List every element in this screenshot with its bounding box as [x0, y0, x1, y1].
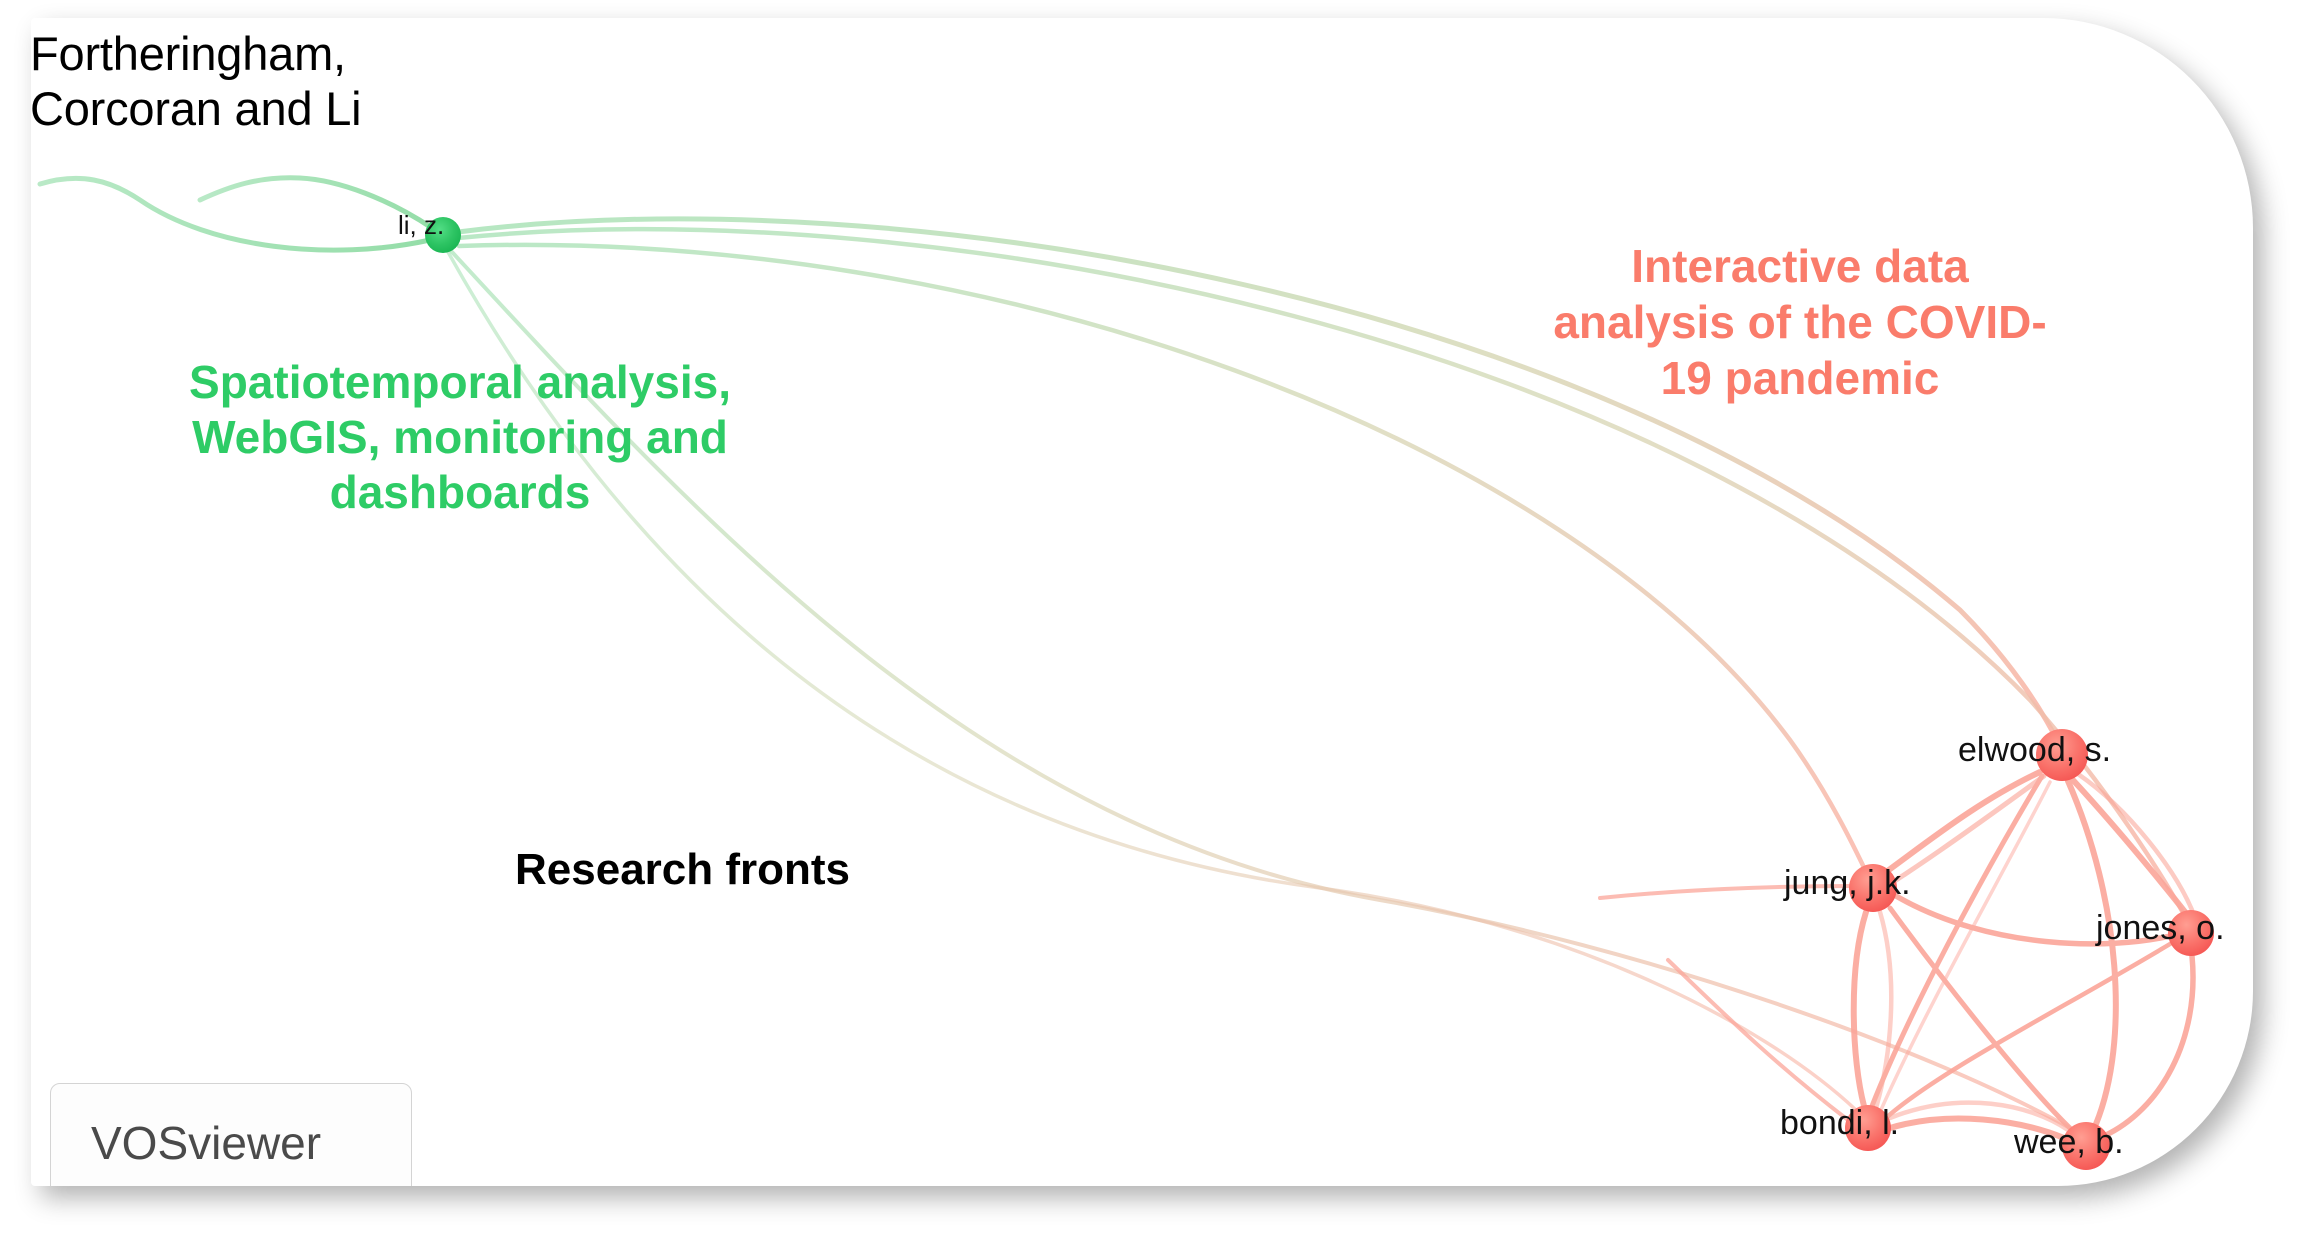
vosviewer-badge[interactable]: VOSviewer	[50, 1083, 412, 1186]
vosviewer-canvas-panel[interactable]	[31, 18, 2253, 1186]
vosviewer-badge-clip: VOSviewer	[31, 1083, 451, 1186]
vosviewer-watermark-text: VOSviewer	[91, 1117, 322, 1169]
node-label-wee: wee, b.	[2014, 1123, 2124, 1161]
cluster-green-label: Spatiotemporal analysis, WebGIS, monitor…	[189, 356, 731, 519]
node-label-elwood: elwood, s.	[1958, 731, 2112, 769]
node-label-jones: jones, o.	[2096, 909, 2225, 947]
research-fronts-label: Research fronts	[515, 845, 851, 894]
node-label-bondi: bondi, l.	[1780, 1104, 1900, 1142]
node-label-jung: jung, j.k.	[1784, 864, 1911, 902]
node-label-li: li, z.	[398, 210, 445, 240]
cluster-red-label: Interactive data analysis of the COVID- …	[1553, 240, 2047, 405]
source-credit-label: Fortheringham, Corcoran and Li	[30, 27, 362, 136]
